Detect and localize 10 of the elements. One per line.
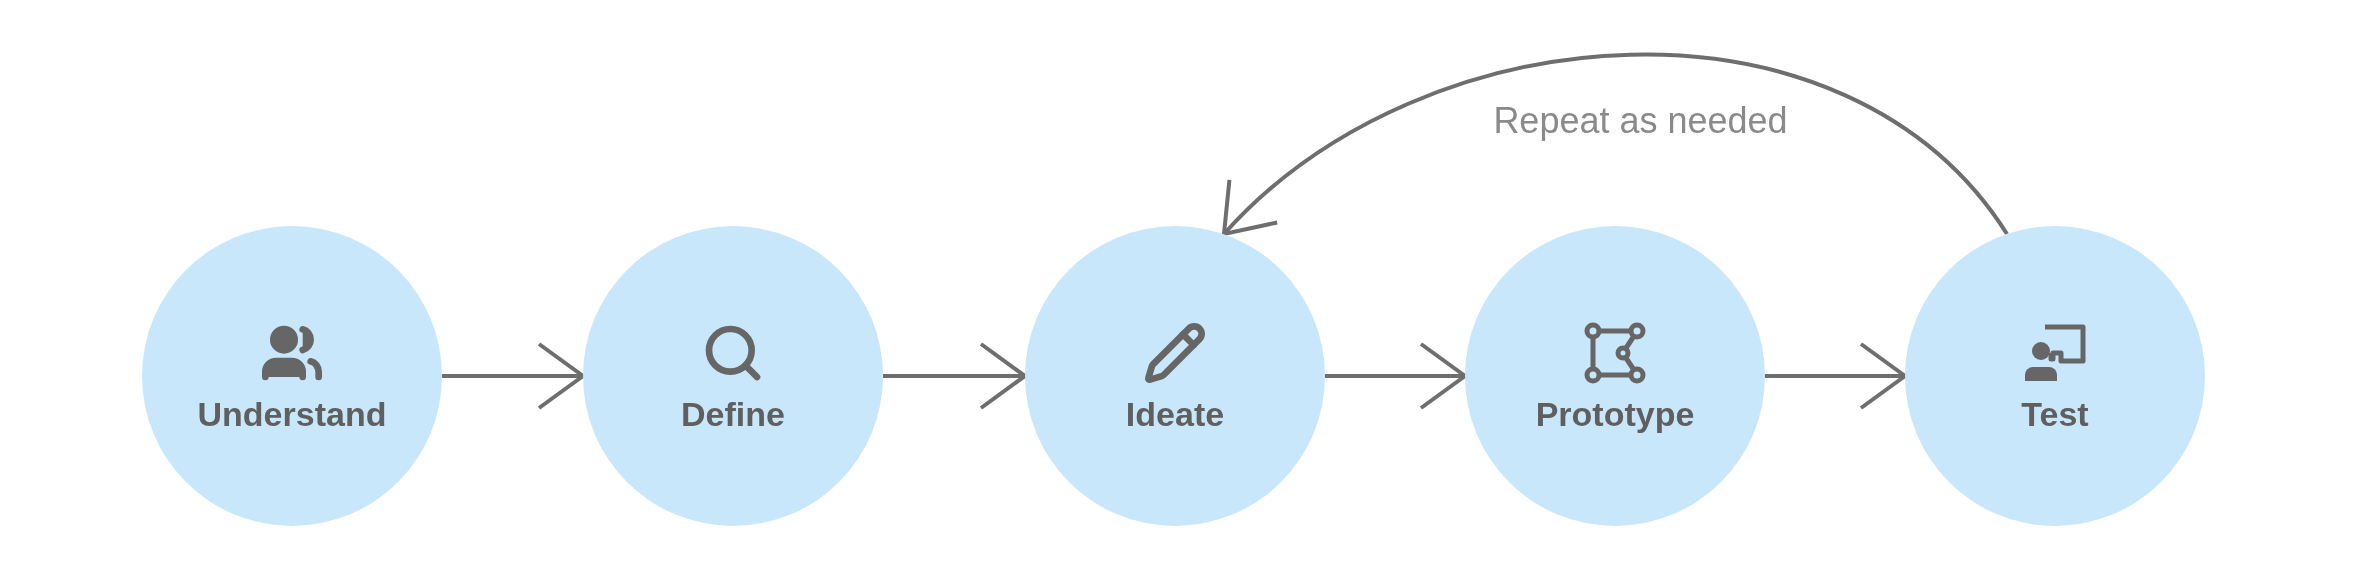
arrow [883,342,1027,410]
step-label: Ideate [1125,397,1225,431]
step-label: Test [2021,397,2089,431]
arrow [442,342,585,410]
arrow [1222,52,2009,236]
arrow [1325,342,1467,410]
step-label: Understand [197,397,387,431]
step-label: Define [681,397,785,431]
step-label: Prototype [1535,397,1695,431]
arrow [1765,342,1907,410]
